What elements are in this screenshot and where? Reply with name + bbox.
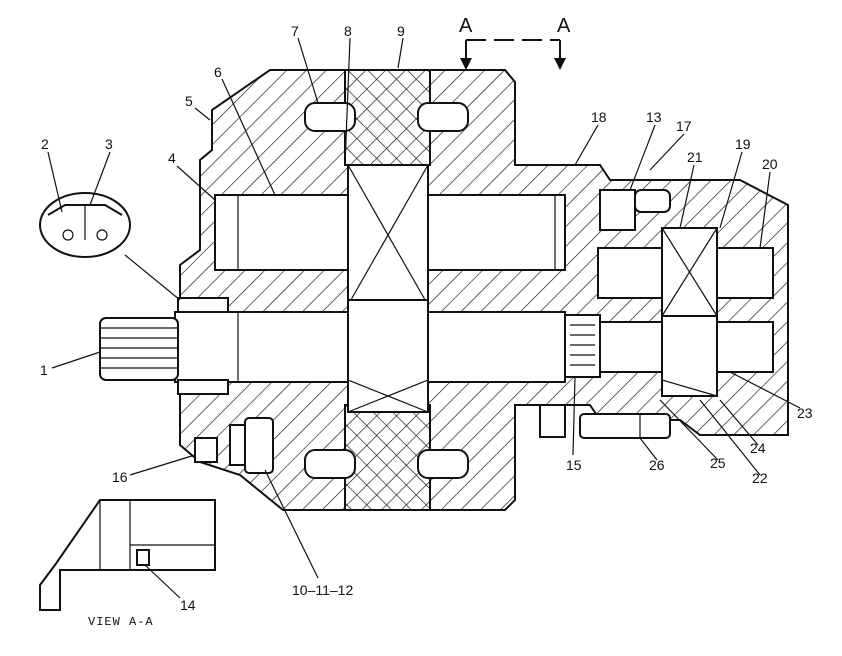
callout-8: 8 bbox=[344, 23, 352, 39]
drive-spline-shaft bbox=[99, 317, 179, 381]
callout-25: 25 bbox=[710, 455, 726, 471]
callout-9: 9 bbox=[397, 23, 405, 39]
callout-14: 14 bbox=[180, 597, 196, 613]
callout-10-11-12: 10–11–12 bbox=[292, 582, 353, 598]
right-gear-lower bbox=[661, 315, 718, 397]
callout-26: 26 bbox=[649, 457, 665, 473]
relief-valve bbox=[564, 314, 601, 378]
callouts: 1 2 3 4 5 6 7 8 9 10–11–12 13 14 15 16 1… bbox=[40, 23, 813, 613]
view-label: VIEW A-A bbox=[88, 615, 154, 629]
bolt-lower-left bbox=[304, 449, 356, 479]
fitting-15-lower bbox=[539, 404, 566, 438]
callout-2: 2 bbox=[41, 136, 49, 152]
bolt-upper-right bbox=[417, 102, 469, 132]
callout-19: 19 bbox=[735, 136, 751, 152]
center-hub bbox=[344, 69, 431, 166]
lower-gear bbox=[347, 299, 429, 413]
fitting-17 bbox=[634, 189, 671, 213]
leader-lines bbox=[47, 37, 801, 599]
callout-16: 16 bbox=[112, 469, 128, 485]
callout-18: 18 bbox=[591, 109, 607, 125]
callout-7: 7 bbox=[291, 23, 299, 39]
view-a-a-detail: VIEW A-A bbox=[39, 499, 216, 629]
shaft-seal-lower bbox=[177, 379, 229, 395]
callout-17: 17 bbox=[676, 118, 692, 134]
callout-20: 20 bbox=[762, 156, 778, 172]
callout-3: 3 bbox=[105, 136, 113, 152]
callout-4: 4 bbox=[168, 150, 176, 166]
part-16 bbox=[194, 437, 218, 463]
fitting-13 bbox=[599, 189, 636, 231]
callout-21: 21 bbox=[687, 149, 703, 165]
callout-24: 24 bbox=[750, 440, 766, 456]
center-hub-lower bbox=[344, 404, 431, 511]
callout-5: 5 bbox=[185, 93, 193, 109]
callout-13: 13 bbox=[646, 109, 662, 125]
shaft-seal-upper bbox=[177, 297, 229, 313]
section-marker-left: A bbox=[459, 15, 473, 37]
callout-15: 15 bbox=[566, 457, 582, 473]
section-line-a-a: A A bbox=[459, 15, 571, 70]
bolt-lower-right bbox=[417, 449, 469, 479]
callout-6: 6 bbox=[214, 64, 222, 80]
callout-1: 1 bbox=[40, 362, 48, 378]
section-marker-right: A bbox=[557, 15, 571, 37]
seal-detail-inset bbox=[39, 192, 181, 301]
callout-23: 23 bbox=[797, 405, 813, 421]
callout-22: 22 bbox=[752, 470, 768, 486]
bolt-upper-left bbox=[304, 102, 356, 132]
plug-26 bbox=[579, 413, 671, 439]
